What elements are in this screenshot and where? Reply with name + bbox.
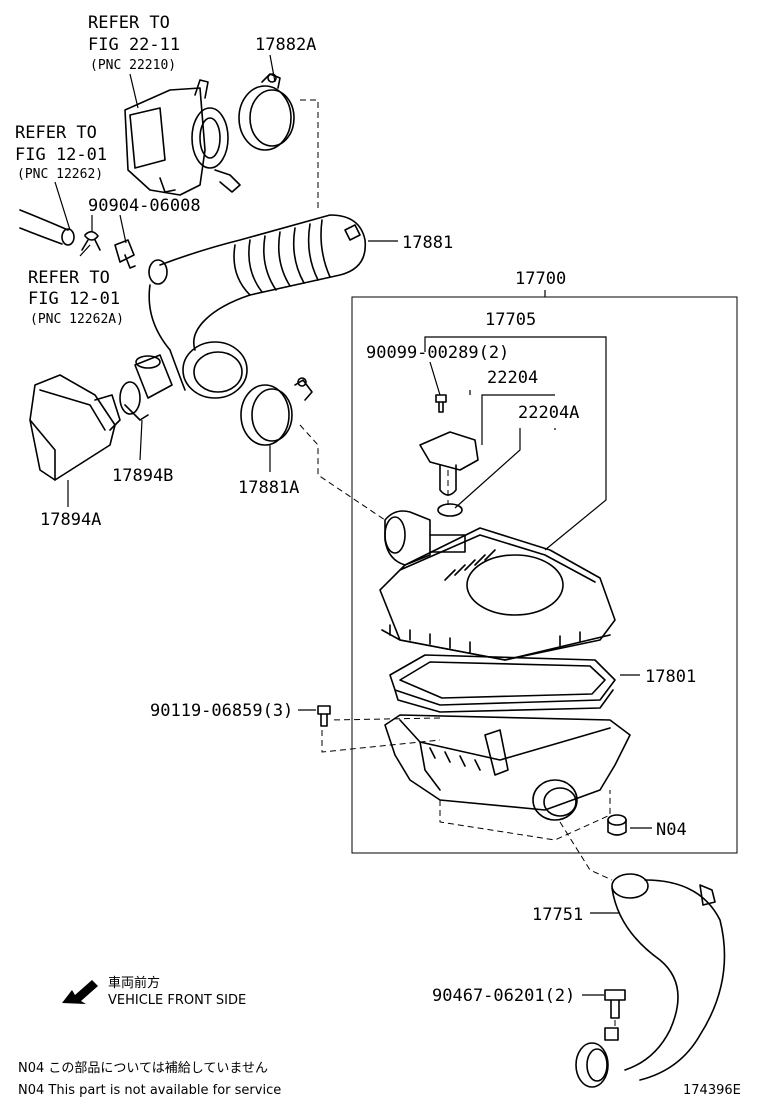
clip-90904-drawing xyxy=(81,230,101,251)
label-90119-06859[interactable]: 90119-06859(3) xyxy=(150,701,293,721)
maf-sensor-22204-drawing xyxy=(419,431,479,517)
air-cleaner-cap-drawing xyxy=(379,510,616,661)
label-17881A[interactable]: 17881A xyxy=(238,478,299,498)
refer-fig-12-01-b-line2: FIG 12-01 xyxy=(28,289,120,309)
clamp-17882A-drawing xyxy=(238,73,295,151)
label-17894B[interactable]: 17894B xyxy=(112,466,173,486)
assembly-box-17700 xyxy=(351,296,738,854)
resonator-17894A-drawing xyxy=(29,374,121,481)
refer-fig-12-01-a-pnc: (PNC 12262) xyxy=(17,167,103,182)
refer-fig-22-11-line2: FIG 22-11 xyxy=(88,35,180,55)
intake-hose-17881-drawing xyxy=(148,214,367,399)
label-17894A[interactable]: 17894A xyxy=(40,510,101,530)
n04-note-jp: N04 この部品については補給していません xyxy=(18,1061,268,1076)
bolt-90119-drawing xyxy=(317,705,331,727)
refer-fig-12-01-b-line1: REFER TO xyxy=(28,268,110,288)
label-17705[interactable]: 17705 xyxy=(485,310,536,330)
label-17751[interactable]: 17751 xyxy=(532,905,583,925)
label-22204A[interactable]: 22204A xyxy=(518,403,579,423)
bolt-90467-drawing xyxy=(604,989,626,1019)
vehicle-front-arrow-icon xyxy=(62,980,98,1004)
refer-fig-12-01-a-line1: REFER TO xyxy=(15,123,97,143)
label-90467-06201[interactable]: 90467-06201(2) xyxy=(432,986,575,1006)
label-17801[interactable]: 17801 xyxy=(645,667,696,687)
refer-fig-22-11-line1: REFER TO xyxy=(88,13,170,33)
label-22204[interactable]: 22204 xyxy=(487,368,538,388)
label-17881[interactable]: 17881 xyxy=(402,233,453,253)
label-17882A[interactable]: 17882A xyxy=(255,35,316,55)
air-filter-element-17801-drawing xyxy=(389,654,616,713)
refer-fig-12-01-a-line2: FIG 12-01 xyxy=(15,145,107,165)
refer-fig-12-01-b-pnc: (PNC 12262A) xyxy=(30,312,124,327)
air-cleaner-lower-case-drawing xyxy=(384,714,631,821)
figure-id: 174396E xyxy=(683,1083,741,1098)
direction-label-en: VEHICLE FRONT SIDE xyxy=(108,993,246,1008)
refer-fig-22-11-pnc: (PNC 22210) xyxy=(90,58,176,73)
connector-17894B-drawing xyxy=(119,354,173,421)
vacuum-fitting-drawing xyxy=(114,239,136,269)
hose-12262-drawing xyxy=(19,209,75,246)
grommet-n04-drawing xyxy=(607,814,627,836)
n04-note-en: N04 This part is not available for servi… xyxy=(18,1083,281,1098)
clamp-17881A-drawing xyxy=(240,377,313,446)
label-17700[interactable]: 17700 xyxy=(515,269,566,289)
label-90099-00289[interactable]: 90099-00289(2) xyxy=(366,343,509,363)
screw-90099-drawing xyxy=(435,394,447,413)
outlet-hose-17751-drawing xyxy=(575,873,726,1088)
label-90904-06008[interactable]: 90904-06008 xyxy=(88,196,201,216)
direction-label-jp: 車両前方 xyxy=(108,975,160,991)
label-n04[interactable]: N04 xyxy=(656,820,687,840)
throttle-body-drawing xyxy=(124,79,241,196)
